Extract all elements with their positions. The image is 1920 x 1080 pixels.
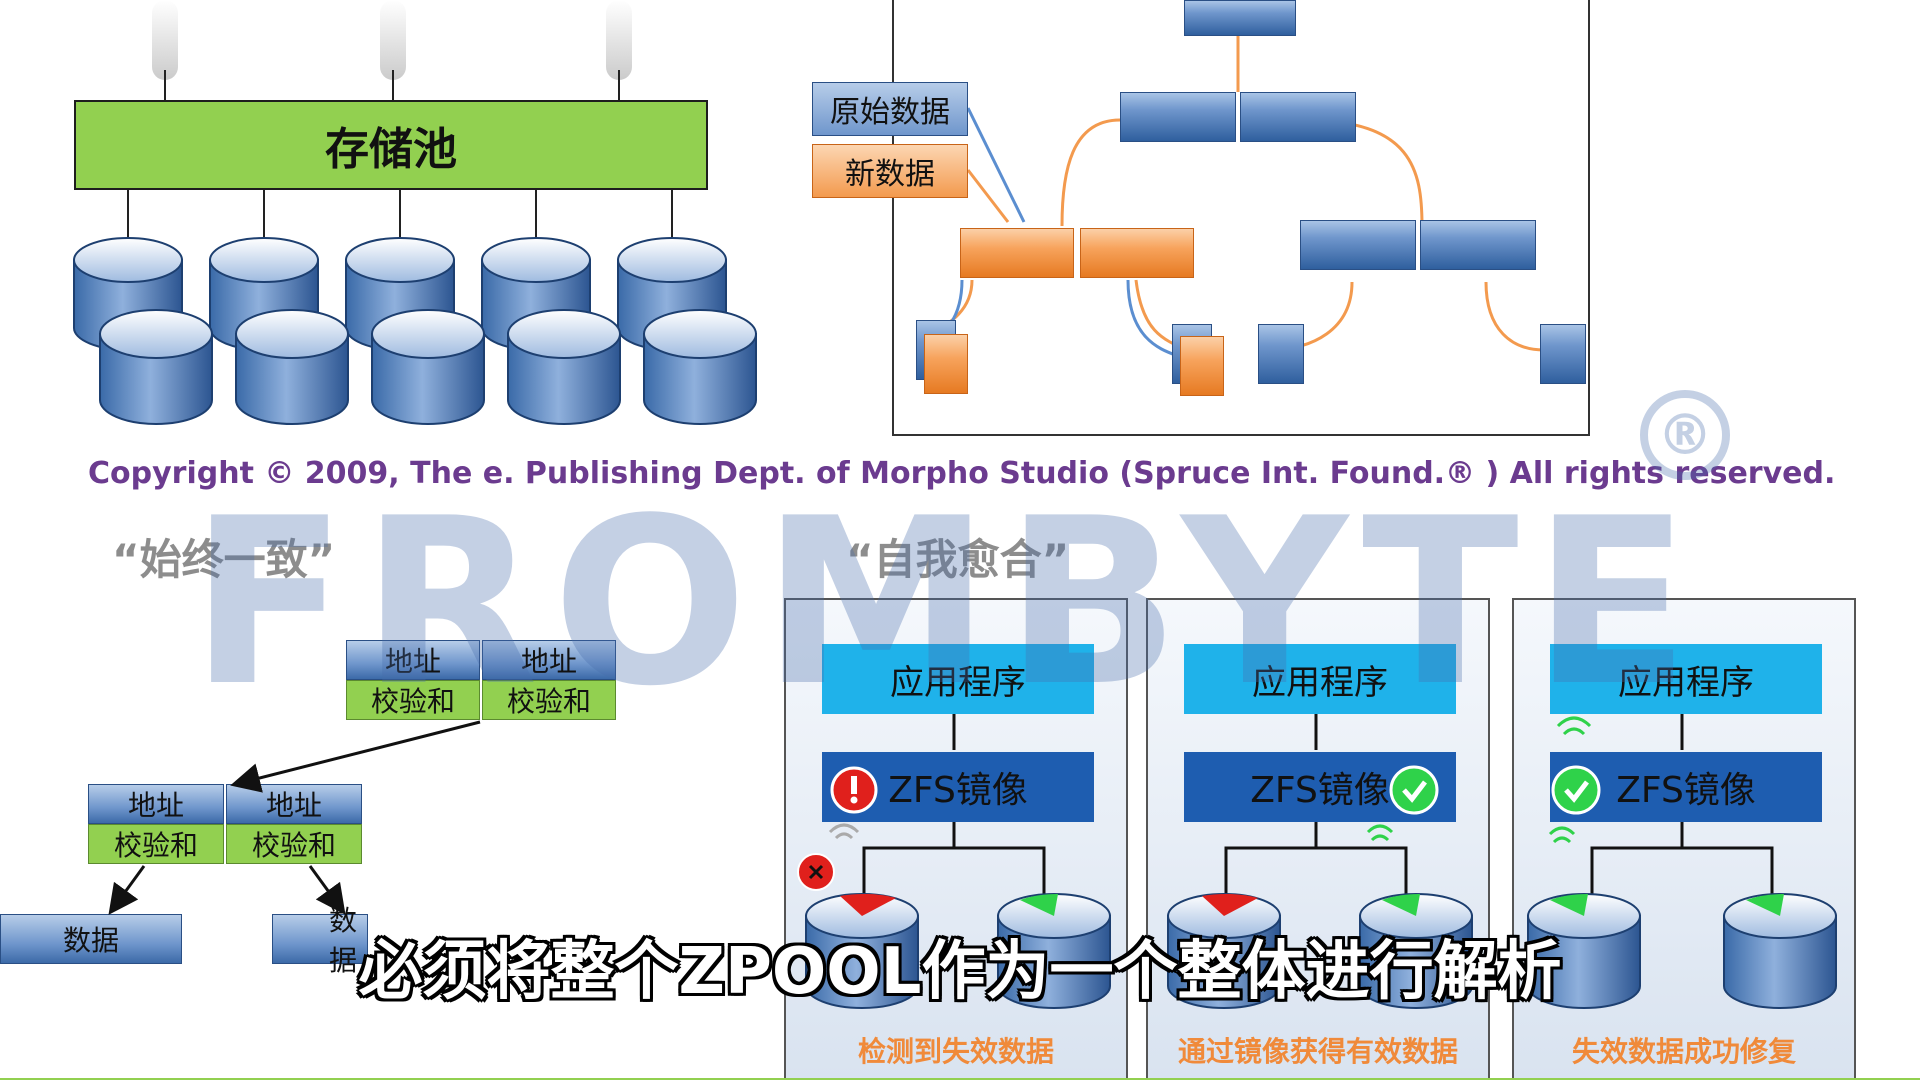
new-data-tag: 新数据 <box>812 144 968 198</box>
new-tree-block <box>1080 228 1194 278</box>
io-stream <box>380 0 406 80</box>
registered-mark: ® <box>1640 390 1730 480</box>
connector-line <box>392 70 394 102</box>
zfs-mirror-box: ZFS镜像 <box>1550 752 1822 822</box>
error-alert-icon <box>830 766 878 814</box>
check-ok-icon <box>1551 765 1601 815</box>
checksum-cell: 校验和 <box>88 824 224 864</box>
consistency-title: “始终一致” <box>112 535 336 584</box>
signal-wave-icon <box>828 716 1592 844</box>
tree-block <box>1120 92 1236 142</box>
checksum-arrows <box>108 720 481 915</box>
self-healing-title: “自我愈合” <box>846 535 1070 584</box>
checksum-cell: 校验和 <box>346 680 480 720</box>
copyright-notice: Copyright © 2009, The e. Publishing Dept… <box>88 456 1836 491</box>
checksum-cell: 校验和 <box>482 680 616 720</box>
application-box: 应用程序 <box>1550 644 1822 714</box>
io-stream <box>152 0 178 80</box>
tree-block <box>1240 92 1356 142</box>
tree-block <box>1300 220 1416 270</box>
connector-line <box>618 70 620 102</box>
check-ok-icon <box>1389 765 1439 815</box>
disk-array <box>73 190 757 425</box>
address-cell: 地址 <box>346 640 480 680</box>
mirror-disk <box>1527 893 1641 1009</box>
root-block <box>1184 0 1296 36</box>
new-tree-block <box>960 228 1074 278</box>
mirror-disk <box>1723 893 1837 1009</box>
bottom-strip <box>0 1078 1920 1080</box>
video-subtitle: 必须将整个ZPOOL作为一个整体进行解析 <box>358 935 1562 1009</box>
io-stream <box>606 0 632 80</box>
panel-caption: 检测到失效数据 <box>857 1035 1054 1068</box>
leaf-block <box>1258 324 1304 384</box>
cow-diagram-frame <box>892 0 1590 436</box>
error-bug-icon <box>797 853 835 891</box>
panel-caption: 通过镜像获得有效数据 <box>1177 1035 1458 1068</box>
address-cell: 地址 <box>482 640 616 680</box>
mirror-disk <box>1359 893 1473 1009</box>
leaf-block <box>1540 324 1586 384</box>
mirror-disk <box>997 893 1111 1009</box>
application-box: 应用程序 <box>822 644 1094 714</box>
address-cell: 地址 <box>88 784 224 824</box>
data-block: 数据 <box>0 914 182 964</box>
watermark-logo: FROMBYTE <box>190 470 1704 737</box>
connector-line <box>164 70 166 102</box>
self-healing-graphics <box>797 714 1837 1009</box>
new-leaf-block <box>1180 336 1224 396</box>
cow-connectors <box>918 30 1545 358</box>
storage-pool-bar: 存储池 <box>74 100 708 190</box>
checksum-cell: 校验和 <box>226 824 362 864</box>
mirror-disk <box>1167 893 1281 1009</box>
tree-block <box>1420 220 1536 270</box>
new-leaf-block <box>924 334 968 394</box>
mirror-disk <box>805 893 919 1009</box>
application-box: 应用程序 <box>1184 644 1456 714</box>
disk-row-front <box>99 309 757 425</box>
panel-caption: 失效数据成功修复 <box>1571 1035 1796 1068</box>
original-data-tag: 原始数据 <box>812 82 968 136</box>
